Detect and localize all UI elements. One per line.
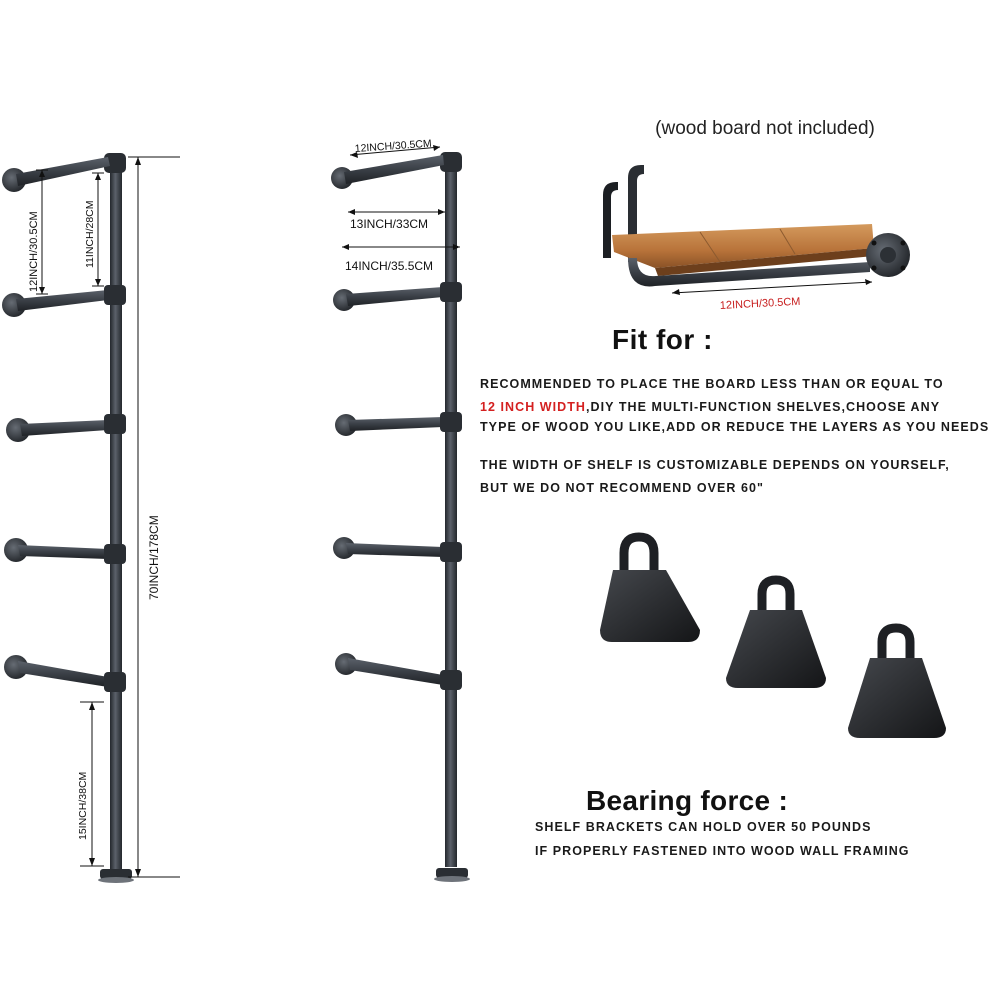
dim-label-shelf-spacing: 12INCH/30.5CM: [28, 211, 40, 292]
left-arm-2: [2, 285, 126, 317]
dim-label-bottom-spacing: 15INCH/38CM: [77, 772, 89, 840]
fit-for-line-rest: ,DIY THE MULTI-FUNCTION SHELVES,CHOOSE A…: [586, 400, 941, 414]
dim-label-total-height: 70INCH/178CM: [147, 515, 161, 600]
dim-label-arm-mid: 13INCH/33CM: [350, 217, 428, 231]
weight-icon: [600, 532, 700, 642]
middle-vertical-pipe: [445, 170, 457, 867]
dim-label-inner-spacing: 11INCH/28CM: [84, 201, 96, 269]
wood-not-included-note: (wood board not included): [655, 118, 875, 139]
shelf-with-board: [603, 165, 910, 287]
dim-label-board-length: 12INCH/30.5CM: [720, 296, 801, 312]
bracket-back-pipe: [603, 182, 618, 258]
width-highlight: 12 INCH WIDTH: [480, 400, 587, 414]
left-base-shadow: [98, 877, 134, 883]
middle-arm-2: [333, 282, 462, 311]
left-elbow: [104, 153, 126, 173]
fit-for-line: 12 INCH WIDTH,DIY THE MULTI-FUNCTION SHE…: [480, 400, 940, 414]
dim-label-arm-long: 14INCH/35.5CM: [345, 259, 433, 273]
bearing-line: SHELF BRACKETS CAN HOLD OVER 50 POUNDS: [535, 820, 872, 834]
bottom-pipe: [628, 258, 870, 287]
fit-for-line: BUT WE DO NOT RECOMMEND OVER 60": [480, 481, 764, 495]
left-vertical-pipe: [110, 165, 122, 872]
fit-for-line: TYPE OF WOOD YOU LIKE,ADD OR REDUCE THE …: [480, 420, 990, 434]
middle-base-shadow: [434, 876, 470, 882]
left-dimension-lines: [36, 156, 180, 878]
middle-base-flange: [436, 868, 468, 878]
bearing-force-heading: Bearing force :: [586, 785, 789, 816]
middle-pipe-shelf: [331, 152, 470, 882]
left-base-flange: [100, 869, 132, 879]
fit-for-heading: Fit for :: [612, 324, 713, 355]
fit-for-line: RECOMMENDED TO PLACE THE BOARD LESS THAN…: [480, 377, 944, 391]
fit-for-line: THE WIDTH OF SHELF IS CUSTOMIZABLE DEPEN…: [480, 458, 950, 472]
wood-board: [612, 224, 874, 268]
board-dimension-line: [671, 281, 873, 294]
dim-label-arm-top: 12INCH/30.5CM: [354, 138, 432, 155]
middle-arm-5: [335, 653, 462, 690]
left-arm-1: [2, 157, 110, 192]
middle-elbow: [440, 152, 462, 172]
left-arm-4: [4, 538, 126, 564]
left-arm-5: [4, 655, 126, 692]
weight-icon: [726, 575, 826, 688]
left-arm-3: [6, 414, 126, 442]
middle-dimension-lines: [342, 146, 460, 248]
bearing-line: IF PROPERLY FASTENED INTO WOOD WALL FRAM…: [535, 844, 910, 858]
weight-icon: [848, 623, 946, 738]
left-pipe-shelf: [2, 153, 134, 883]
middle-arm-1: [331, 155, 444, 189]
middle-arm-3: [335, 412, 462, 436]
middle-arm-4: [333, 537, 462, 562]
